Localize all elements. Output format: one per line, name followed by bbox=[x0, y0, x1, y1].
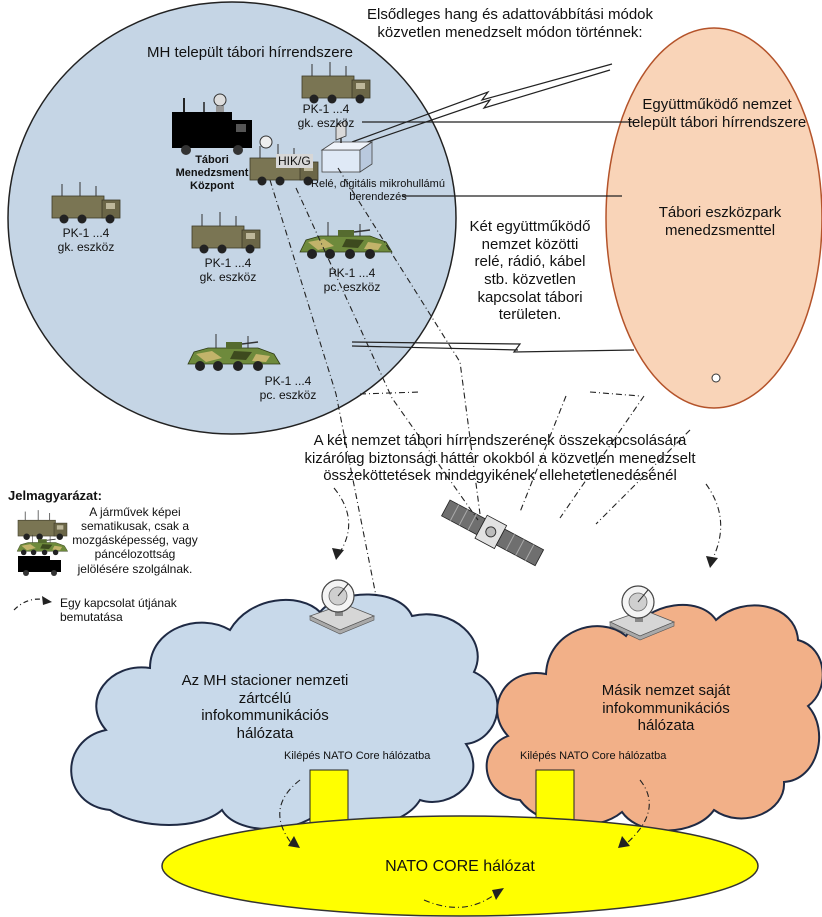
partner-cloud-label: Másik nemzet saját infokommunikációs hál… bbox=[601, 682, 731, 735]
hikg-label: HIK/G bbox=[276, 154, 313, 169]
vehicle-label: PK-1 ...4 gk. eszköz bbox=[199, 256, 257, 285]
vehicle-label: PK-1 ...4 gk. eszköz bbox=[57, 226, 115, 255]
relay-label: Relé, digitális mikrohullámú berendezés bbox=[311, 178, 445, 203]
management-center-label: Tábori Menedzsment Központ bbox=[175, 154, 249, 192]
legend-truck-icon bbox=[17, 509, 68, 541]
command-truck-icon bbox=[172, 93, 252, 155]
partner-field-system-subtitle: Tábori eszközpark menedzsmenttel bbox=[658, 204, 782, 239]
connection-paths bbox=[269, 167, 722, 908]
legend-path-text: Egy kapcsolat útjának bemutatása bbox=[60, 596, 177, 625]
vehicle-label: PK-1 ...4 pc. eszköz bbox=[259, 374, 317, 403]
legend-title: Jelmagyarázat: bbox=[8, 488, 102, 503]
national-field-system-title: MH települt tábori hírrendszere bbox=[147, 44, 353, 61]
national-exit-label: Kilépés NATO Core hálózatba bbox=[284, 750, 431, 762]
national-field-system-circle bbox=[7, 1, 457, 435]
hikg-truck-icon bbox=[249, 135, 319, 186]
satellite-note: A két nemzet tábori hírrendszerének össz… bbox=[304, 432, 696, 485]
vehicle-label: PK-1 ...4 pc. eszköz bbox=[323, 266, 381, 295]
legend-command-truck-icon bbox=[18, 556, 61, 576]
vehicle-label: PK-1 ...4 gk. eszköz bbox=[297, 102, 355, 131]
relay-antenna-icon bbox=[320, 119, 374, 173]
legend-arrowhead bbox=[42, 596, 52, 605]
satellite-icon bbox=[441, 499, 545, 567]
nato-core-label: NATO CORE hálózat bbox=[385, 858, 535, 875]
legend-vehicles-text: A járművek képei sematikusak, csak a moz… bbox=[72, 505, 198, 576]
inter-nation-links bbox=[349, 63, 635, 353]
network-node-icon bbox=[711, 373, 721, 383]
partner-exit-label: Kilépés NATO Core hálózatba bbox=[520, 750, 667, 762]
primary-modes-heading: Elsődleges hang és adattovábbítási módok… bbox=[366, 6, 654, 41]
national-cloud-label: Az MH stacioner nemzeti zártcélú infokom… bbox=[181, 672, 349, 743]
connection-arrowheads bbox=[288, 548, 718, 900]
partner-field-system-ellipse bbox=[605, 27, 822, 409]
between-nations-text: Két együttműködő nemzet közötti relé, rá… bbox=[469, 218, 591, 324]
legend-path-icon bbox=[13, 598, 47, 611]
nato-core-ellipse bbox=[161, 815, 759, 917]
partner-field-system-title: Együttműködő nemzet települt tábori hírr… bbox=[627, 96, 807, 131]
